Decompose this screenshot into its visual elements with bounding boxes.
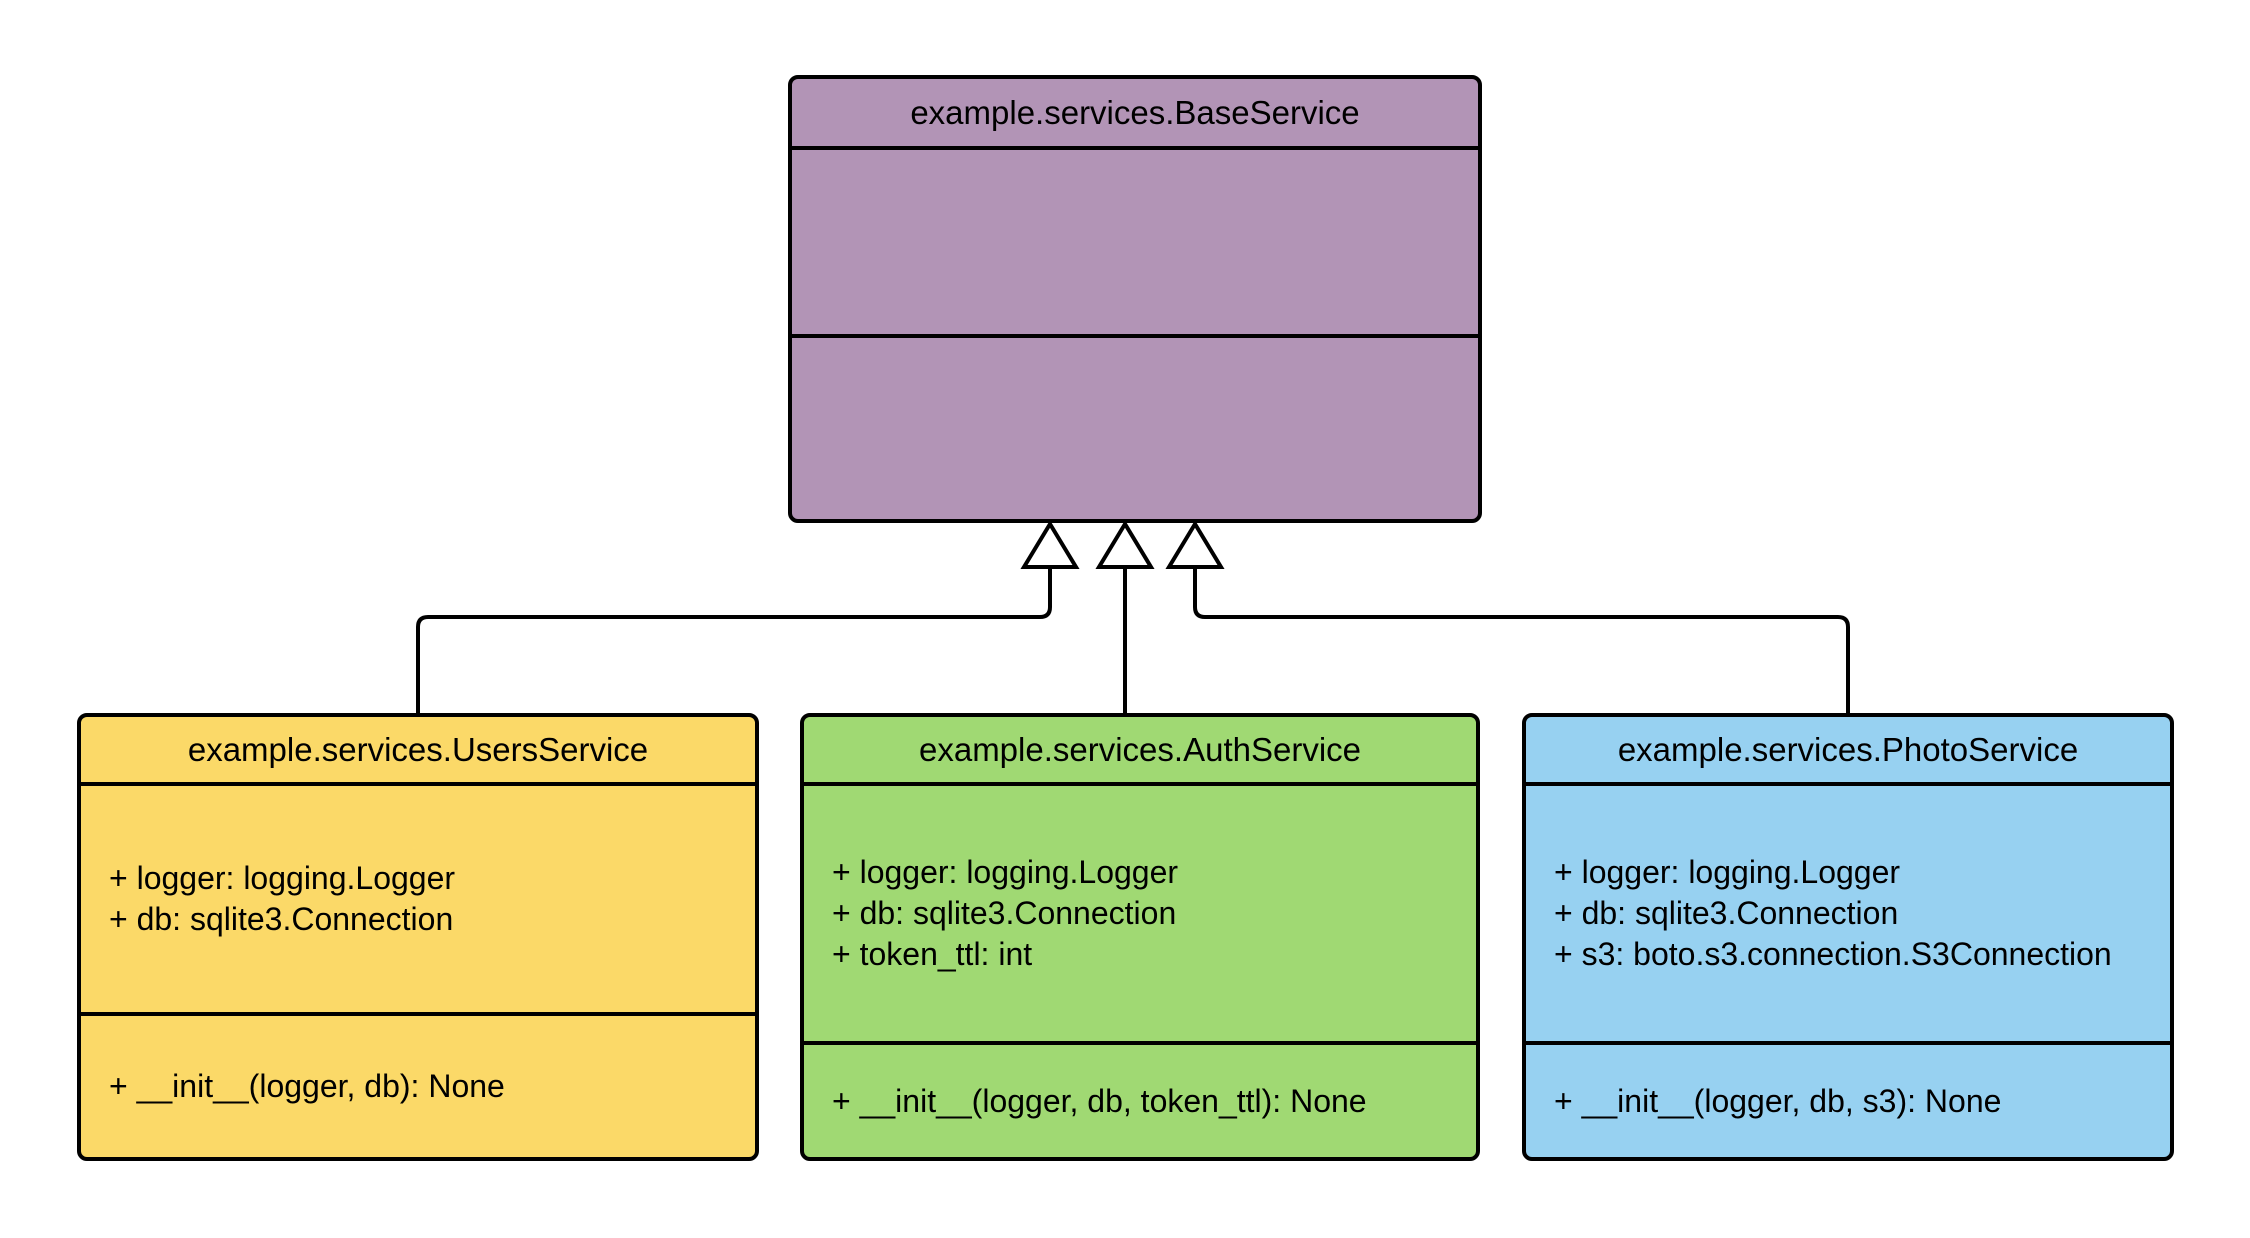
inheritance-edge-usersservice bbox=[416, 567, 1052, 713]
methods-section bbox=[792, 334, 1478, 519]
inheritance-triangle-icon-users bbox=[1020, 520, 1080, 569]
method-item: + __init__(logger, db, token_ttl): None bbox=[832, 1082, 1367, 1119]
attributes-section: + logger: logging.Logger + db: sqlite3.C… bbox=[1526, 782, 2170, 1041]
attribute-item: + logger: logging.Logger bbox=[109, 860, 456, 896]
inheritance-triangle-icon-photo bbox=[1165, 520, 1225, 569]
attributes-section bbox=[792, 146, 1478, 334]
attribute-item: + logger: logging.Logger bbox=[832, 854, 1179, 890]
inheritance-edge-photoservice bbox=[1193, 567, 1850, 713]
method-item: + __init__(logger, db, s3): None bbox=[1554, 1082, 2002, 1119]
attribute-item: + logger: logging.Logger bbox=[1554, 854, 1901, 890]
attributes-section: + logger: logging.Logger + db: sqlite3.C… bbox=[804, 782, 1476, 1041]
inheritance-triangle-icon-auth bbox=[1095, 520, 1155, 569]
class-title: example.services.AuthService bbox=[918, 730, 1362, 768]
methods-section: + __init__(logger, db, s3): None bbox=[1526, 1041, 2170, 1157]
class-title: example.services.BaseService bbox=[910, 93, 1360, 131]
attribute-item: + token_ttl: int bbox=[832, 936, 1033, 972]
class-box-photoservice: example.services.PhotoService + logger: … bbox=[1522, 713, 2174, 1161]
attribute-item: + db: sqlite3.Connection bbox=[832, 895, 1177, 931]
methods-section: + __init__(logger, db): None bbox=[81, 1012, 755, 1157]
class-title: example.services.UsersService bbox=[187, 730, 649, 768]
attribute-item: + db: sqlite3.Connection bbox=[1554, 895, 1899, 931]
attribute-item: + s3: boto.s3.connection.S3Connection bbox=[1554, 936, 2112, 972]
attribute-item: + db: sqlite3.Connection bbox=[109, 901, 454, 937]
class-box-authservice: example.services.AuthService + logger: l… bbox=[800, 713, 1480, 1161]
class-title: example.services.PhotoService bbox=[1617, 730, 2079, 768]
method-item: + __init__(logger, db): None bbox=[109, 1068, 505, 1104]
attributes-section: + logger: logging.Logger + db: sqlite3.C… bbox=[81, 782, 755, 1012]
class-box-baseservice: example.services.BaseService bbox=[788, 75, 1482, 523]
class-box-usersservice: example.services.UsersService + logger: … bbox=[77, 713, 759, 1161]
methods-section: + __init__(logger, db, token_ttl): None bbox=[804, 1041, 1476, 1157]
